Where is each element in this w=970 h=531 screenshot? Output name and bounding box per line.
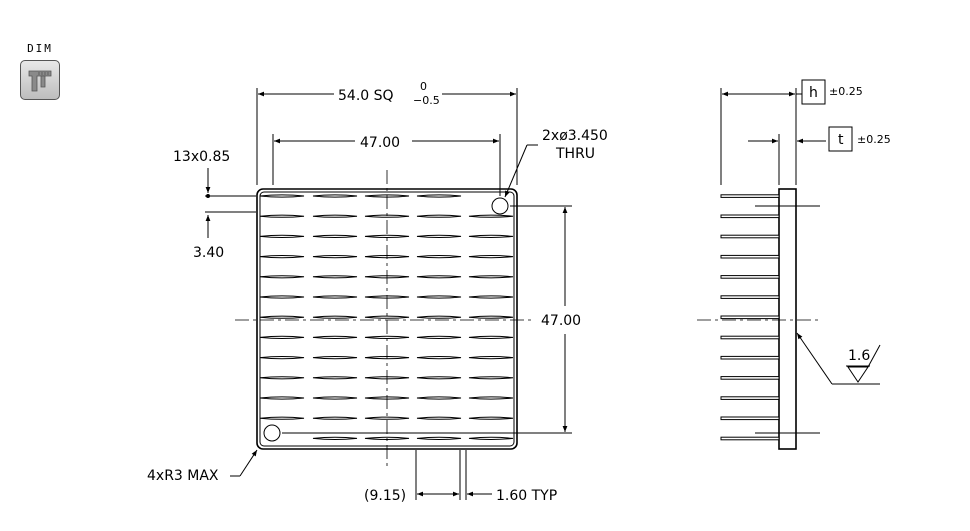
fin	[364, 335, 410, 339]
fin	[259, 356, 305, 360]
side-fin	[720, 396, 780, 400]
side-view: h ±0.25 t ±0.25 1.6	[697, 79, 891, 450]
side-fin	[720, 416, 780, 421]
side-base-plate	[778, 188, 797, 450]
fin	[468, 335, 514, 339]
width-tol-lower: −0.5	[413, 94, 440, 107]
side-fin	[720, 295, 780, 299]
corner-radius-label: 4xR3 MAX	[147, 468, 219, 484]
fin	[416, 436, 462, 440]
fin	[312, 436, 358, 440]
fin	[416, 376, 462, 380]
fin	[312, 214, 358, 218]
side-fin-array	[720, 194, 820, 441]
fin-width-label: 1.60 TYP	[496, 488, 557, 504]
hole-callout-diameter: 2xø3.450	[542, 128, 608, 144]
pin-offset-label: 3.40	[193, 245, 224, 261]
side-fin	[720, 436, 780, 441]
fin	[259, 335, 305, 339]
fin	[259, 214, 305, 218]
mounting-hole	[263, 424, 281, 442]
fin	[312, 356, 358, 360]
fin	[364, 234, 410, 238]
width-tol-upper: 0	[420, 80, 427, 93]
fin	[259, 376, 305, 380]
fin	[312, 234, 358, 238]
hole-leader	[504, 144, 528, 198]
fin	[259, 416, 305, 420]
fin	[312, 255, 358, 259]
fin	[259, 234, 305, 238]
fin	[312, 376, 358, 380]
side-fin	[720, 376, 780, 380]
fin	[312, 194, 358, 198]
base-symbol-box	[828, 126, 853, 152]
fin	[416, 275, 462, 279]
fin	[259, 275, 305, 279]
fin	[416, 315, 462, 319]
side-fin	[720, 234, 780, 239]
fin	[416, 295, 462, 299]
fin	[259, 315, 305, 319]
hole-pitch-vertical: 47.00	[541, 313, 581, 329]
hole-pitch-horizontal: 47.00	[360, 135, 400, 151]
fin	[468, 396, 514, 400]
dim-label: DIM	[27, 42, 53, 55]
base-symbol: t	[838, 132, 844, 148]
fin	[364, 315, 410, 319]
mounting-hole	[491, 197, 509, 215]
dim-tool-button[interactable]: DIM	[19, 42, 61, 102]
fin	[364, 416, 410, 420]
fin	[312, 416, 358, 420]
fin	[468, 234, 514, 238]
fin-array	[259, 194, 514, 440]
fin	[468, 295, 514, 299]
fin	[259, 396, 305, 400]
fin	[416, 194, 462, 198]
fin	[416, 234, 462, 238]
side-fin	[720, 315, 780, 320]
side-fin	[720, 214, 780, 219]
fin	[416, 416, 462, 420]
base-tolerance: ±0.25	[857, 133, 891, 146]
fin	[416, 214, 462, 218]
fin	[416, 335, 462, 339]
fin	[468, 275, 514, 279]
fin	[416, 396, 462, 400]
fin	[468, 315, 514, 319]
fin	[259, 295, 305, 299]
fin	[259, 255, 305, 259]
fin	[312, 335, 358, 339]
caliper-icon	[20, 60, 60, 100]
pin-count-label: 13x0.85	[173, 149, 230, 165]
width-label: 54.0 SQ	[338, 88, 394, 104]
fin-offset-label: (9.15)	[364, 488, 406, 504]
fin	[416, 356, 462, 360]
front-view: 54.0 SQ 0 −0.5 47.00 2xø3.450 THRU 13x0.…	[147, 80, 608, 504]
fin	[259, 194, 305, 198]
height-tolerance: ±0.25	[829, 85, 863, 98]
fin	[364, 214, 410, 218]
fin	[416, 255, 462, 259]
fin	[468, 436, 514, 440]
side-fin	[720, 335, 780, 340]
fin	[312, 315, 358, 319]
fin	[468, 214, 514, 218]
fin	[312, 396, 358, 400]
hole-callout-thru: THRU	[555, 146, 595, 162]
side-fin	[720, 355, 780, 360]
roughness-value: 1.6	[848, 348, 870, 364]
side-fin	[720, 194, 780, 198]
fin	[468, 255, 514, 259]
fin	[312, 275, 358, 279]
fin	[468, 376, 514, 380]
fin	[312, 295, 358, 299]
side-fin	[720, 254, 780, 259]
height-symbol-box	[801, 79, 826, 105]
height-symbol: h	[809, 85, 818, 101]
roughness-symbol	[847, 366, 869, 383]
side-fin	[720, 275, 780, 279]
fin	[468, 416, 514, 420]
fin	[468, 356, 514, 360]
